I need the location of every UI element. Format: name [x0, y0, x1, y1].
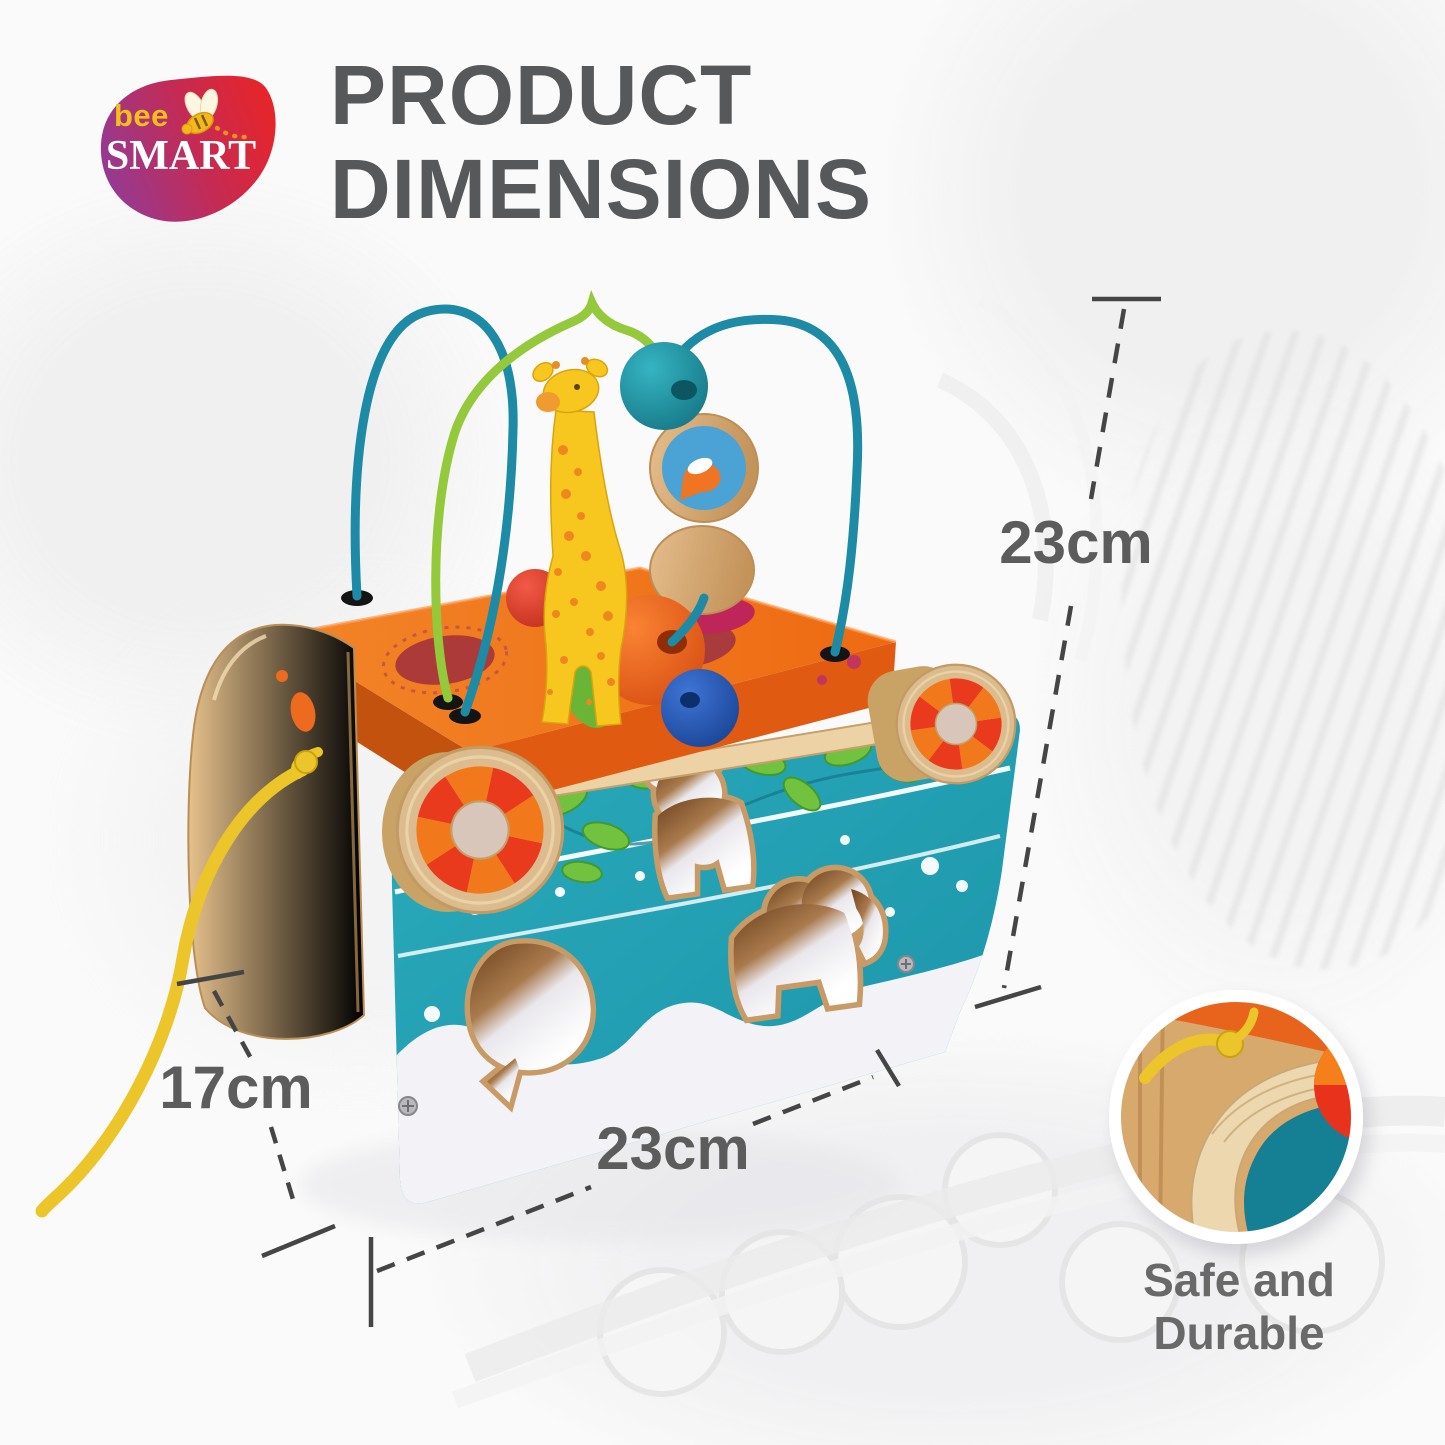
- wire-teal-right: [659, 314, 863, 657]
- width-dimension-line: [368, 1048, 901, 1327]
- screw: [398, 1096, 418, 1116]
- side-panel: [187, 623, 366, 1040]
- width-dimension-label: 23cm: [596, 1115, 750, 1182]
- side-panel-dot: [290, 692, 316, 732]
- height-dimension-label: 23cm: [999, 509, 1153, 576]
- page-title: PRODUCT DIMENSIONS: [330, 48, 872, 236]
- giraffe-spots: [547, 445, 615, 705]
- wheel-right: [867, 655, 1025, 793]
- bead-maze-wires: [341, 289, 863, 724]
- inset-caption-line2: Durable: [1153, 1307, 1325, 1359]
- pull-string: [35, 747, 323, 1218]
- maze-beads: [506, 342, 759, 747]
- brand-name-top: bee: [114, 98, 169, 133]
- inset-caption-line1: Safe and: [1143, 1254, 1335, 1306]
- inset-plywood-edge: [1190, 1056, 1352, 1236]
- dimension-lines: [176, 296, 1161, 1327]
- inset-caption: Safe and Durable: [1039, 1254, 1439, 1360]
- brand-logo: bee SMART: [83, 66, 283, 230]
- bee-trail: [214, 125, 254, 140]
- wheel-left: [380, 730, 580, 930]
- depth-dimension-label: 17cm: [159, 1054, 313, 1121]
- wire-green: [431, 289, 669, 703]
- bee-icon: [181, 88, 254, 140]
- logo-blob: [100, 75, 276, 222]
- screw: [897, 955, 915, 973]
- page-title-line1: PRODUCT: [330, 48, 753, 142]
- detail-inset: [1109, 990, 1370, 1255]
- depth-dimension-line: [176, 969, 336, 1259]
- height-dimension-line: [974, 296, 1161, 1010]
- shape-cutout-whale: [464, 938, 597, 1113]
- teal-bead: [620, 342, 708, 430]
- shape-cutout-elephant: [728, 864, 889, 1024]
- page-title-line2: DIMENSIONS: [330, 142, 873, 236]
- brand-name-bottom: SMART: [105, 133, 257, 179]
- blue-bead: [661, 669, 739, 747]
- giraffe-figure: [532, 357, 628, 727]
- wire-teal-left: [350, 304, 518, 717]
